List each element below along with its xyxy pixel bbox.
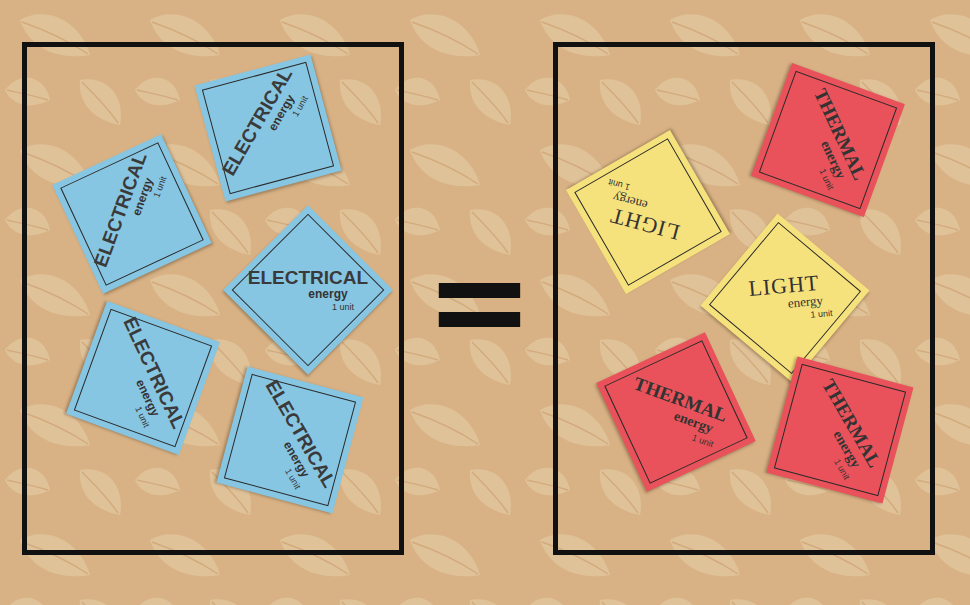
energy-card: ELECTRICALenergy1 unit — [195, 55, 342, 202]
energy-card: LIGHTenergy1 unit — [566, 130, 730, 294]
card-text: ELECTRICALenergy1 unit — [241, 377, 339, 503]
card-text: LIGHTenergy1 unit — [737, 270, 833, 326]
energy-card: ELECTRICALenergy1 unit — [66, 301, 220, 455]
group-frame: LIGHTenergy1 unitTHERMALenergy1 unitLIGH… — [553, 42, 935, 555]
energy-word: energy — [248, 288, 368, 301]
energy-card: THERMALenergy1 unit — [751, 63, 905, 217]
card-text: ELECTRICALenergy1 unit — [219, 65, 317, 191]
card-text: LIGHTenergy1 unit — [597, 177, 698, 247]
card-text: THERMALenergy1 unit — [786, 86, 869, 194]
energy-type: ELECTRICAL — [248, 268, 368, 288]
unit-count: 1 unit — [740, 309, 833, 326]
card-border — [232, 214, 385, 367]
energy-card: THERMALenergy1 unit — [596, 332, 755, 491]
unit-count: 1 unit — [248, 303, 368, 312]
energy-card: LIGHTenergy1 unit — [700, 213, 869, 382]
energy-card: ELECTRICALenergy1 unit — [217, 367, 364, 514]
card-text: ELECTRICALenergy1 unit — [91, 150, 173, 278]
card-text: THERMALenergy1 unit — [622, 374, 730, 451]
card-text: THERMALenergy1 unit — [796, 376, 885, 484]
card-text: ELECTRICALenergy1 unit — [98, 314, 189, 442]
card-text: ELECTRICALenergy 1 unit — [248, 268, 368, 312]
energy-card: ELECTRICALenergy 1 unit — [223, 205, 393, 375]
equals-sign: = — [425, 236, 534, 366]
energy-card: ELECTRICALenergy1 unit — [52, 134, 211, 293]
card-border — [709, 222, 861, 374]
group-frame: ELECTRICALenergy1 unitELECTRICALenergy1 … — [22, 42, 404, 555]
energy-type: ELECTRICAL — [219, 65, 296, 179]
